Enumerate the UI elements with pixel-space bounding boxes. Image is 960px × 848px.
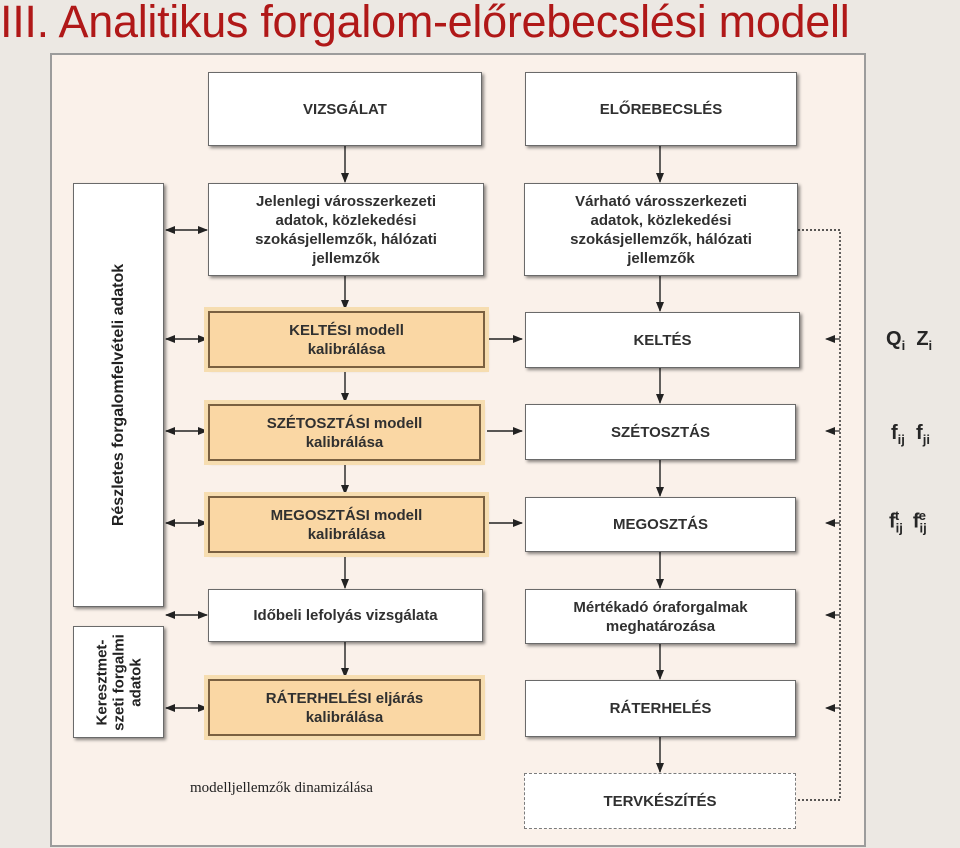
symbol-qi-zi: Qi Zi [886, 328, 933, 353]
assignment-calibration-box: RÁTERHELÉSI eljárás kalibrálása [204, 675, 485, 740]
peak-hour-box: Mértékadó óraforgalmak meghatározása [525, 589, 796, 644]
generation-box: KELTÉS [525, 312, 800, 368]
temporal-analysis-box: Időbeli lefolyás vizsgálata [208, 589, 483, 642]
symbol-fijt-fije: fijt fije [889, 508, 927, 536]
vizsgalat-header: VIZSGÁLAT [208, 72, 482, 146]
modal-split-calibration-box: MEGOSZTÁSI modell kalibrálása [204, 492, 489, 557]
elorebecsles-header: ELŐREBECSLÉS [525, 72, 797, 146]
feedback-dashed-line [798, 229, 841, 801]
current-data-box: Jelenlegi városszerkezeti adatok, közlek… [208, 183, 484, 276]
distribution-calibration-box: SZÉTOSZTÁSI modell kalibrálása [204, 400, 485, 465]
planning-box: TERVKÉSZÍTÉS [524, 773, 796, 829]
survey-data-box: Részletes forgalomfelvételi adatok [73, 183, 164, 607]
distribution-box: SZÉTOSZTÁS [525, 404, 796, 460]
cross-section-box: Keresztmet- szeti forgalmi adatok [73, 626, 164, 738]
generation-calibration-box: KELTÉSI modell kalibrálása [204, 307, 489, 372]
page-title: III. Analitikus forgalom-előrebecslési m… [0, 0, 850, 47]
cross-section-label: Keresztmet- szeti forgalmi adatok [93, 633, 144, 731]
assignment-box: RÁTERHELÉS [525, 680, 796, 737]
symbol-fij-fji: fij fji [891, 422, 930, 447]
survey-data-label: Részletes forgalomfelvételi adatok [109, 263, 127, 527]
caption: modelljellemzők dinamizálása [190, 780, 373, 796]
modal-split-box: MEGOSZTÁS [525, 497, 796, 552]
expected-data-box: Várható városszerkezeti adatok, közleked… [524, 183, 798, 276]
